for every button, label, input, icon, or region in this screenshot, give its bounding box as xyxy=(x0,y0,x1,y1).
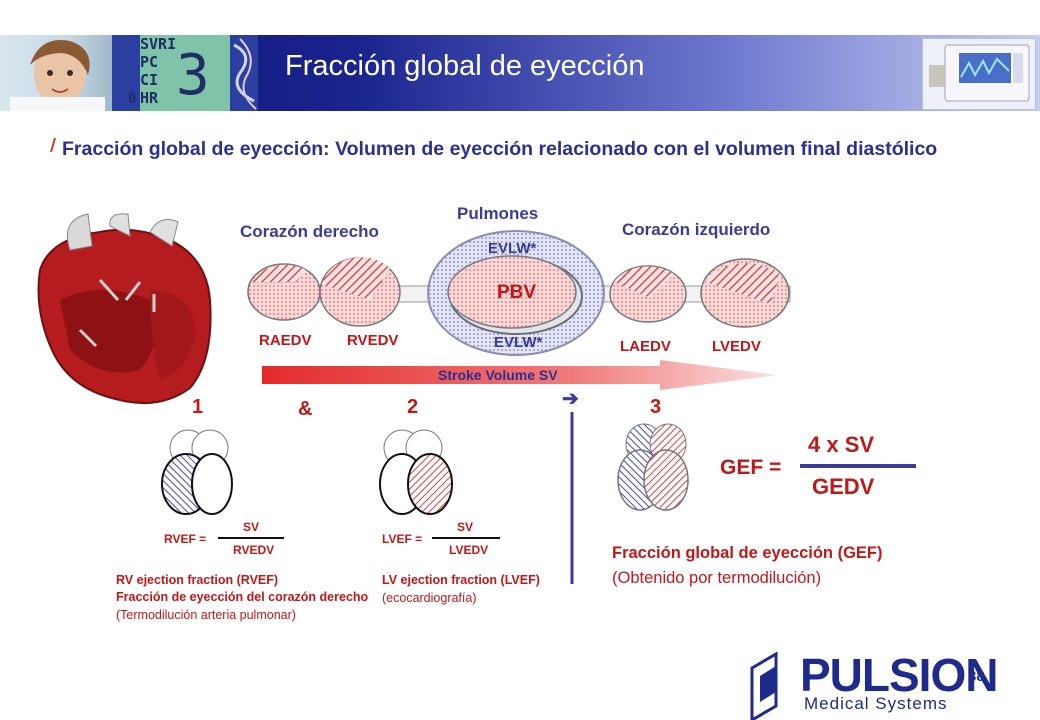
label-pbv: PBV xyxy=(497,282,537,303)
stroke-volume-arrow xyxy=(262,360,778,390)
step-3: 3 xyxy=(650,396,662,418)
rvef-denominator: RVEDV xyxy=(233,543,275,557)
pulsion-logo-icon xyxy=(750,651,778,720)
monitor-device-image xyxy=(922,38,1036,110)
monitor-big-digit: 3 xyxy=(176,43,210,108)
label-lvedv: LVEDV xyxy=(712,338,761,355)
arrow-right-icon: ➔ xyxy=(562,388,579,410)
label-stroke-volume: Stroke Volume SV xyxy=(438,367,558,383)
label-pulmones: Pulmones xyxy=(457,204,539,223)
bullet-mark-icon xyxy=(50,138,56,152)
gef-line2: (Obtenido por termodilución) xyxy=(612,569,822,587)
lvef-schematic-icon xyxy=(379,429,453,515)
gef-line1: Fracción global de eyección (GEF) xyxy=(612,544,883,562)
gef-lhs: GEF = xyxy=(720,456,782,479)
heart-illustration-icon xyxy=(37,213,212,405)
label-rvedv: RVEDV xyxy=(347,332,399,349)
page-number: 38 xyxy=(968,668,985,685)
doctor-illustration xyxy=(10,40,105,111)
monitor-line: PC xyxy=(140,53,159,71)
brand-name: PULSION xyxy=(800,649,998,701)
brand-subtitle: Medical Systems xyxy=(804,694,948,713)
gef-schematic-icon xyxy=(617,423,689,511)
rvef-numerator: SV xyxy=(243,520,260,534)
label-laedv: LAEDV xyxy=(620,338,671,355)
step-amp: & xyxy=(298,398,313,420)
bullet-text: Fracción global de eyección: Volumen de … xyxy=(62,138,938,160)
rvef-line3: (Termodilución arteria pulmonar) xyxy=(116,608,296,622)
lvef-lhs: LVEF = xyxy=(382,532,423,546)
lvef-line2: (ecocardiografía) xyxy=(382,591,477,605)
monitor-panel: SVRI PC CI HR 3 0 xyxy=(112,35,258,111)
rvef-schematic-icon xyxy=(161,429,233,515)
label-evlw-top: EVLW* xyxy=(488,240,537,257)
page-title: Fracción global de eyección xyxy=(285,50,645,82)
monitor-line: CI xyxy=(140,71,159,89)
monitor-small-digit: 0 xyxy=(128,91,137,107)
monitor-line: SVRI xyxy=(140,35,177,53)
monitor-line: HR xyxy=(140,89,159,107)
gef-numerator: 4 x SV xyxy=(808,432,875,457)
gef-denominator: GEDV xyxy=(812,474,875,499)
device-illustration xyxy=(929,44,1030,102)
monitor-lcd: SVRI PC CI HR xyxy=(140,35,230,111)
label-raedv: RAEDV xyxy=(259,332,312,349)
step-2: 2 xyxy=(407,396,419,418)
rvef-line1: RV ejection fraction (RVEF) xyxy=(116,573,279,587)
rvef-line2: Fracción de eyección del corazón derecho xyxy=(116,590,369,604)
label-corazon-izquierdo: Corazón izquierdo xyxy=(622,220,771,239)
catheter-icon xyxy=(233,38,257,110)
doctor-photo xyxy=(0,35,112,111)
step-1: 1 xyxy=(192,396,204,418)
label-evlw-bottom: EVLW* xyxy=(494,334,543,351)
rvef-lhs: RVEF = xyxy=(164,532,207,546)
label-corazon-derecho: Corazón derecho xyxy=(240,222,379,241)
lvef-line1: LV ejection fraction (LVEF) xyxy=(382,573,540,587)
lvef-denominator: LVEDV xyxy=(449,543,489,557)
lvef-numerator: SV xyxy=(457,520,474,534)
